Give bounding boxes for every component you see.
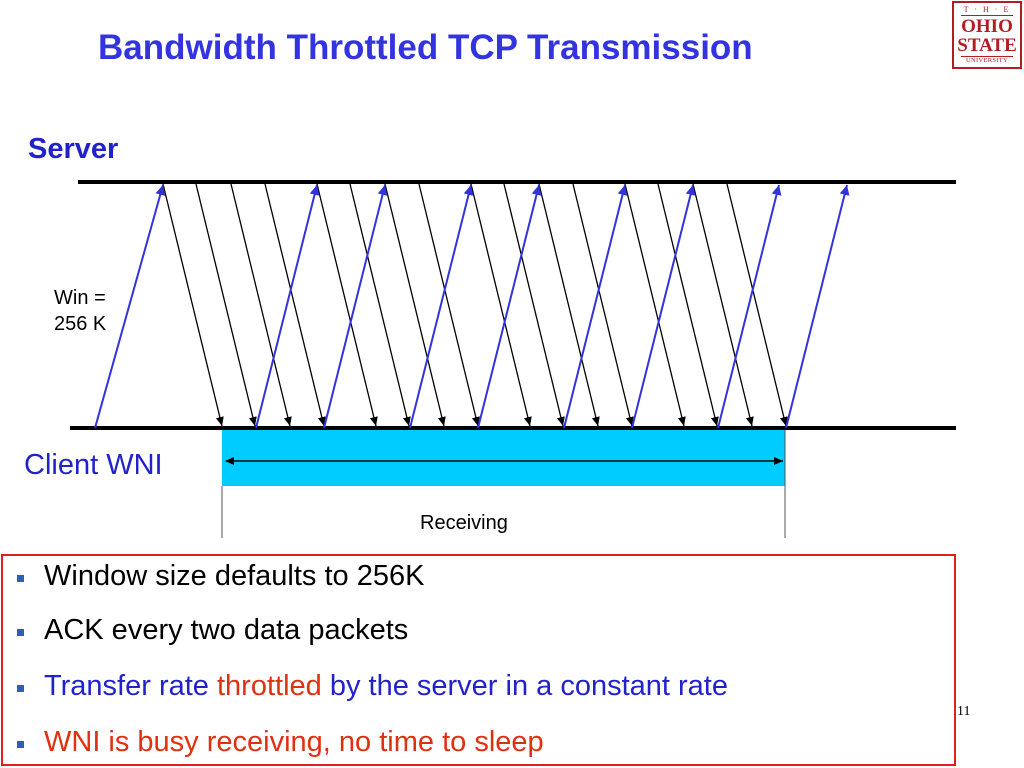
bullet-box: Window size defaults to 256K ACK every t…: [1, 554, 956, 766]
ack-arrow: [563, 184, 628, 429]
data-arrow: [264, 183, 326, 427]
logo-rule-top: [961, 14, 1013, 16]
data-arrow: [692, 183, 754, 427]
ack-arrow: [94, 184, 166, 429]
data-arrow: [657, 183, 719, 427]
logo-line-state: STATE: [957, 34, 1017, 56]
data-arrow: [349, 183, 411, 427]
bullet-text: by the server in a constant rate: [321, 670, 728, 702]
data-arrow: [624, 183, 686, 427]
logo-rule-bottom: [961, 55, 1013, 57]
data-arrow: [572, 183, 634, 427]
bullet-square-icon: [17, 629, 24, 636]
data-arrow: [384, 183, 446, 427]
bullet-text-highlight: throttled: [216, 670, 322, 702]
bullet-text: WNI is busy receiving, no time to sleep: [44, 726, 544, 758]
bullet-item: ACK every two data packets: [17, 614, 408, 647]
slide-title: Bandwidth Throttled TCP Transmission: [98, 28, 753, 67]
ack-arrow: [409, 184, 474, 429]
data-arrow: [418, 183, 480, 427]
data-packet-arrows: [162, 183, 788, 427]
ack-arrow: [631, 184, 696, 429]
bullet-item: Window size defaults to 256K: [17, 560, 424, 593]
ack-arrows: [94, 184, 850, 429]
bullet-square-icon: [17, 685, 24, 692]
data-arrow: [503, 183, 565, 427]
ack-arrow: [785, 184, 850, 429]
data-arrow: [538, 183, 600, 427]
bullet-item: WNI is busy receiving, no time to sleep: [17, 726, 544, 759]
data-arrow: [726, 183, 788, 427]
ack-arrow: [323, 184, 388, 429]
client-wni-label: Client WNI: [24, 449, 163, 481]
logo-line-university: UNIVERSITY: [966, 56, 1008, 64]
window-size-label: Win = 256 K: [54, 285, 106, 337]
tcp-timeline-diagram: [70, 180, 956, 538]
server-label: Server: [28, 133, 119, 165]
ack-arrow: [477, 184, 542, 429]
bullet-square-icon: [17, 741, 24, 748]
data-arrow: [470, 183, 532, 427]
page-number: 11: [957, 704, 971, 719]
window-size-label-line2: 256 K: [54, 313, 107, 335]
bullet-text: Window size defaults to 256K: [44, 560, 425, 592]
bullet-item: Transfer rate throttled by the server in…: [17, 670, 728, 703]
receiving-label: Receiving: [420, 512, 508, 534]
window-size-label-line1: Win =: [54, 287, 106, 309]
receiving-bar: [222, 430, 785, 486]
ohio-state-logo: T · H · E OHIO STATE UNIVERSITY: [952, 1, 1022, 69]
logo-line-ohio: OHIO: [961, 15, 1013, 37]
bullet-square-icon: [17, 575, 24, 582]
ack-arrow: [255, 184, 320, 429]
logo-line-the: T · H · E: [963, 4, 1011, 14]
data-arrow: [162, 183, 224, 427]
ack-arrow: [717, 184, 782, 429]
bullet-text: ACK every two data packets: [44, 614, 409, 646]
data-arrow: [195, 183, 257, 427]
bullet-text: Transfer rate: [44, 670, 217, 702]
data-arrow: [316, 183, 378, 427]
data-arrow: [230, 183, 292, 427]
